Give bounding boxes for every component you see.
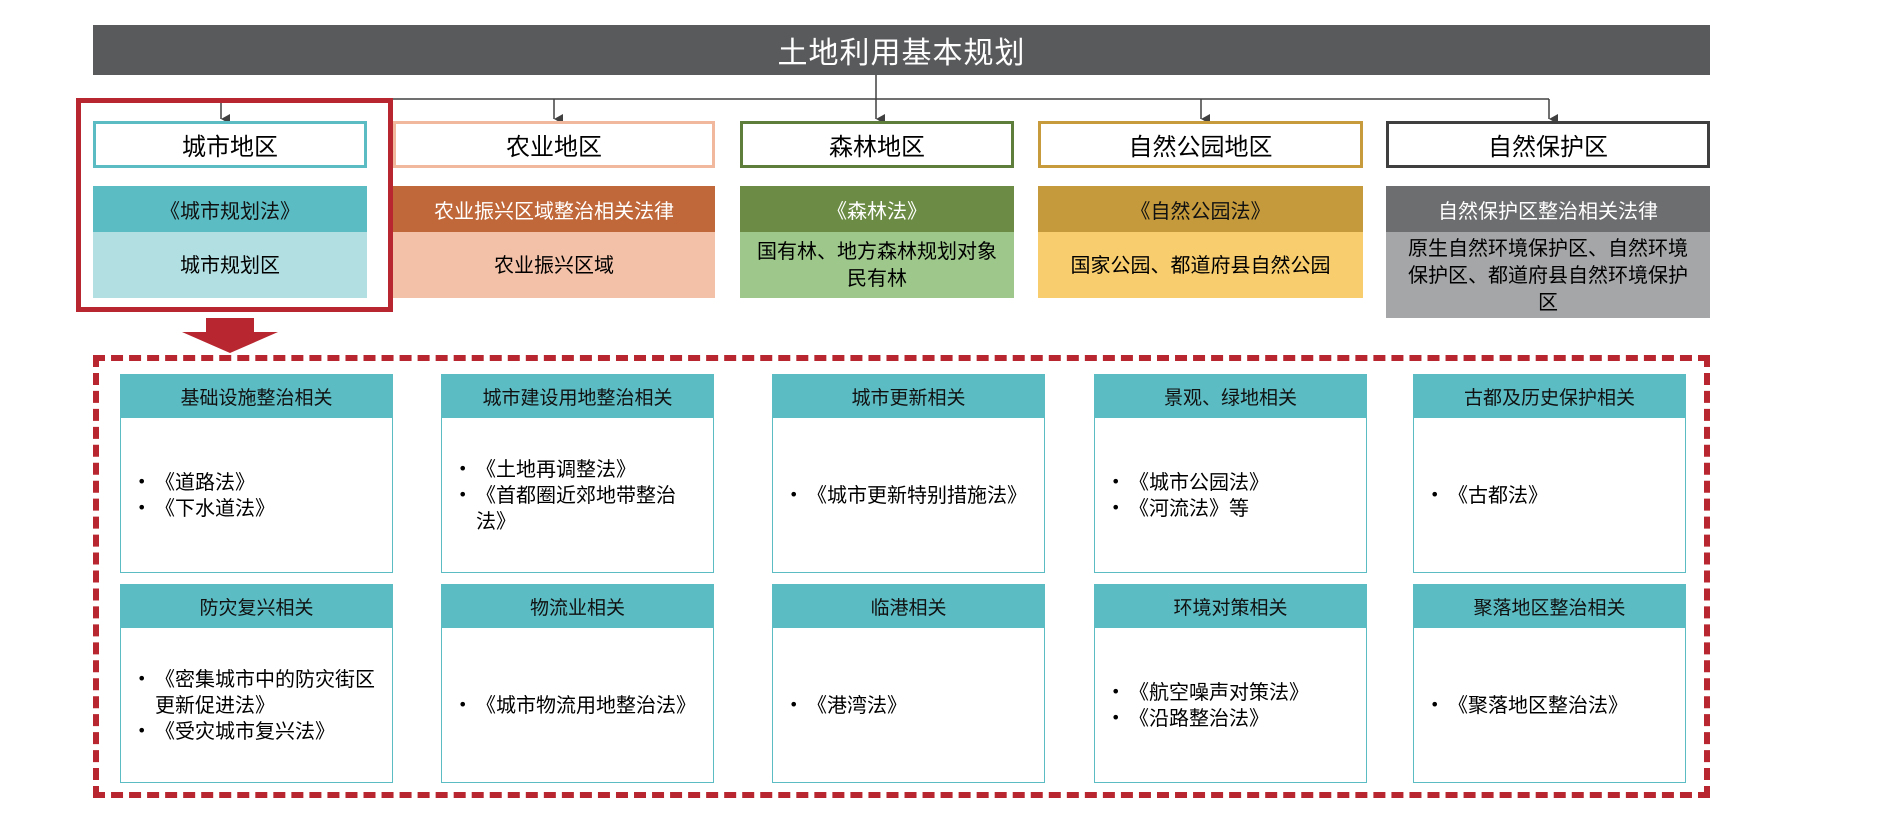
category-law-conservation: 自然保护区整治相关法律 [1386, 186, 1710, 232]
law-item: 《河流法》等 [1107, 495, 1356, 521]
law-card-heading: 景观、绿地相关 [1095, 375, 1366, 418]
law-card-settlement: 聚落地区整治相关 《聚落地区整治法》 [1413, 584, 1686, 783]
law-item: 《土地再调整法》 [454, 456, 703, 482]
category-law-forest: 《森林法》 [740, 186, 1014, 232]
category-title-nature-park: 自然公园地区 [1038, 121, 1363, 168]
law-card-heading: 物流业相关 [442, 585, 713, 628]
law-item: 《城市物流用地整治法》 [454, 692, 703, 718]
category-title-urban: 城市地区 [93, 121, 367, 168]
law-card-heading: 聚落地区整治相关 [1414, 585, 1685, 628]
law-card-heading: 防灾复兴相关 [121, 585, 392, 628]
law-item: 《聚落地区整治法》 [1426, 692, 1675, 718]
law-item: 《道路法》 [133, 469, 382, 495]
category-area-agriculture: 农业振兴区域 [393, 232, 715, 298]
category-area-conservation: 原生自然环境保护区、自然环境保护区、都道府县自然环境保护区 [1386, 232, 1710, 318]
law-item: 《首都圈近郊地带整治法》 [454, 482, 703, 534]
category-title-agriculture: 农业地区 [393, 121, 715, 168]
law-card-heritage: 古都及历史保护相关 《古都法》 [1413, 374, 1686, 573]
law-card-heading: 古都及历史保护相关 [1414, 375, 1685, 418]
category-law-agriculture: 农业振兴区域整治相关法律 [393, 186, 715, 232]
law-item: 《城市更新特别措施法》 [785, 482, 1034, 508]
law-card-infrastructure: 基础设施整治相关 《道路法》 《下水道法》 [120, 374, 393, 573]
law-item: 《下水道法》 [133, 495, 382, 521]
law-item: 《密集城市中的防灾街区更新促进法》 [133, 666, 382, 718]
urban-highlight-frame [76, 98, 393, 312]
law-item: 《古都法》 [1426, 482, 1675, 508]
down-arrow-icon [182, 318, 278, 353]
law-card-urban-renewal: 城市更新相关 《城市更新特别措施法》 [772, 374, 1045, 573]
urban-law-frame [93, 355, 1710, 798]
law-card-heading: 临港相关 [773, 585, 1044, 628]
category-law-urban: 《城市规划法》 [93, 186, 367, 232]
plan-title: 土地利用基本规划 [93, 25, 1710, 75]
law-card-environment: 环境对策相关 《航空噪声对策法》 《沿路整治法》 [1094, 584, 1367, 783]
law-item: 《港湾法》 [785, 692, 1034, 718]
law-card-heading: 基础设施整治相关 [121, 375, 392, 418]
law-item: 《城市公园法》 [1107, 469, 1356, 495]
category-title-conservation: 自然保护区 [1386, 121, 1710, 168]
category-area-nature-park: 国家公园、都道府县自然公园 [1038, 232, 1363, 298]
law-item: 《受灾城市复兴法》 [133, 718, 382, 744]
law-card-heading: 环境对策相关 [1095, 585, 1366, 628]
law-card-heading: 城市更新相关 [773, 375, 1044, 418]
category-area-urban: 城市规划区 [93, 232, 367, 298]
law-card-disaster: 防灾复兴相关 《密集城市中的防灾街区更新促进法》 《受灾城市复兴法》 [120, 584, 393, 783]
law-card-heading: 城市建设用地整治相关 [442, 375, 713, 418]
law-card-urban-land: 城市建设用地整治相关 《土地再调整法》 《首都圈近郊地带整治法》 [441, 374, 714, 573]
category-law-nature-park: 《自然公园法》 [1038, 186, 1363, 232]
law-card-logistics: 物流业相关 《城市物流用地整治法》 [441, 584, 714, 783]
law-item: 《沿路整治法》 [1107, 705, 1356, 731]
category-title-forest: 森林地区 [740, 121, 1014, 168]
law-card-port: 临港相关 《港湾法》 [772, 584, 1045, 783]
category-area-forest: 国有林、地方森林规划对象民有林 [740, 232, 1014, 298]
law-card-landscape: 景观、绿地相关 《城市公园法》 《河流法》等 [1094, 374, 1367, 573]
law-item: 《航空噪声对策法》 [1107, 679, 1356, 705]
